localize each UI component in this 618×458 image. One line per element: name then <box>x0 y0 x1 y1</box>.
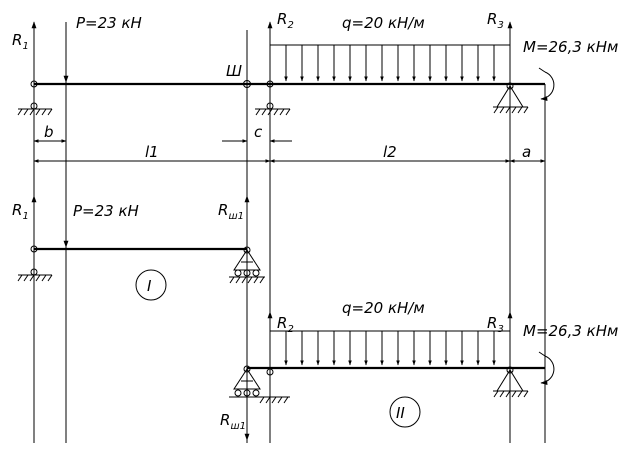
middle-support-top <box>255 80 291 116</box>
q-label: q=20 кН/м <box>342 14 425 32</box>
moment-arc-top-start <box>538 67 546 73</box>
b2-q-label: q=20 кН/м <box>342 299 425 317</box>
dim-c: c <box>254 123 263 141</box>
right-support-top <box>493 82 529 114</box>
beam-two: R2 q=20 кН/м R3 <box>220 299 618 441</box>
b1-p-label: P=23 кН <box>73 202 139 220</box>
b2-rsh-label: R <box>220 411 230 429</box>
svg-text:R2: R2 <box>277 314 294 335</box>
left-support-top <box>17 80 53 116</box>
b2-r3-sub: 3 <box>497 324 503 335</box>
b1-rsh-label: R <box>218 201 228 219</box>
b1-roman-label: I <box>147 277 152 295</box>
m-label-top: M=26,3 кНм <box>523 38 618 56</box>
svg-text:R1: R1 <box>12 201 29 222</box>
svg-text:Rш1: Rш1 <box>218 201 244 222</box>
b2-right-support <box>493 366 529 398</box>
top-scheme: R1 P=23 кН Ш <box>12 10 618 116</box>
b2-roman-label: II <box>396 404 405 422</box>
svg-text:R3: R3 <box>487 10 504 31</box>
moment-arc-top <box>540 71 555 101</box>
r2-label: R <box>277 10 287 28</box>
b1-right-support <box>229 246 265 284</box>
distributed-load-b2 <box>270 330 510 366</box>
dim-l2: l2 <box>383 143 397 161</box>
dimensions: b c l1 l2 a <box>33 123 546 163</box>
dim-l1: l1 <box>145 143 159 161</box>
svg-text:R3: R3 <box>487 314 504 335</box>
r1-sub: 1 <box>22 41 28 52</box>
b2-rsh-sub: ш1 <box>230 421 246 432</box>
moment-arc-b2 <box>540 355 555 385</box>
hinge-circle <box>243 80 251 88</box>
b1-rsh-sub: ш1 <box>228 211 244 222</box>
b1-r1-label: R <box>12 201 22 219</box>
hinge-label: Ш <box>226 62 242 80</box>
svg-text:R1: R1 <box>12 31 29 52</box>
dim-b: b <box>44 123 54 141</box>
svg-text:R2: R2 <box>277 10 294 31</box>
b2-roman-circle <box>389 396 421 428</box>
b2-r2-label: R <box>277 314 287 332</box>
beam-one: R1 P=23 кН Rш1 <box>12 195 265 301</box>
p-label: P=23 кН <box>76 14 142 32</box>
b1-r1-sub: 1 <box>22 211 28 222</box>
b1-left-support <box>17 245 53 282</box>
r3-label: R <box>487 10 497 28</box>
r3-sub: 3 <box>497 20 503 31</box>
construction-lines <box>33 30 546 443</box>
b2-r2-sub: 2 <box>287 324 293 335</box>
r1-label: R <box>12 31 22 49</box>
dim-a: a <box>522 143 531 161</box>
b2-r3-label: R <box>487 314 497 332</box>
r2-sub: 2 <box>287 20 293 31</box>
distributed-load-top <box>270 44 510 82</box>
b2-left-support <box>229 365 290 404</box>
moment-arc-b2-start <box>538 351 546 357</box>
svg-text:Rш1: Rш1 <box>220 411 246 432</box>
b2-m-label: M=26,3 кНм <box>523 322 618 340</box>
b1-roman-circle <box>135 269 167 301</box>
